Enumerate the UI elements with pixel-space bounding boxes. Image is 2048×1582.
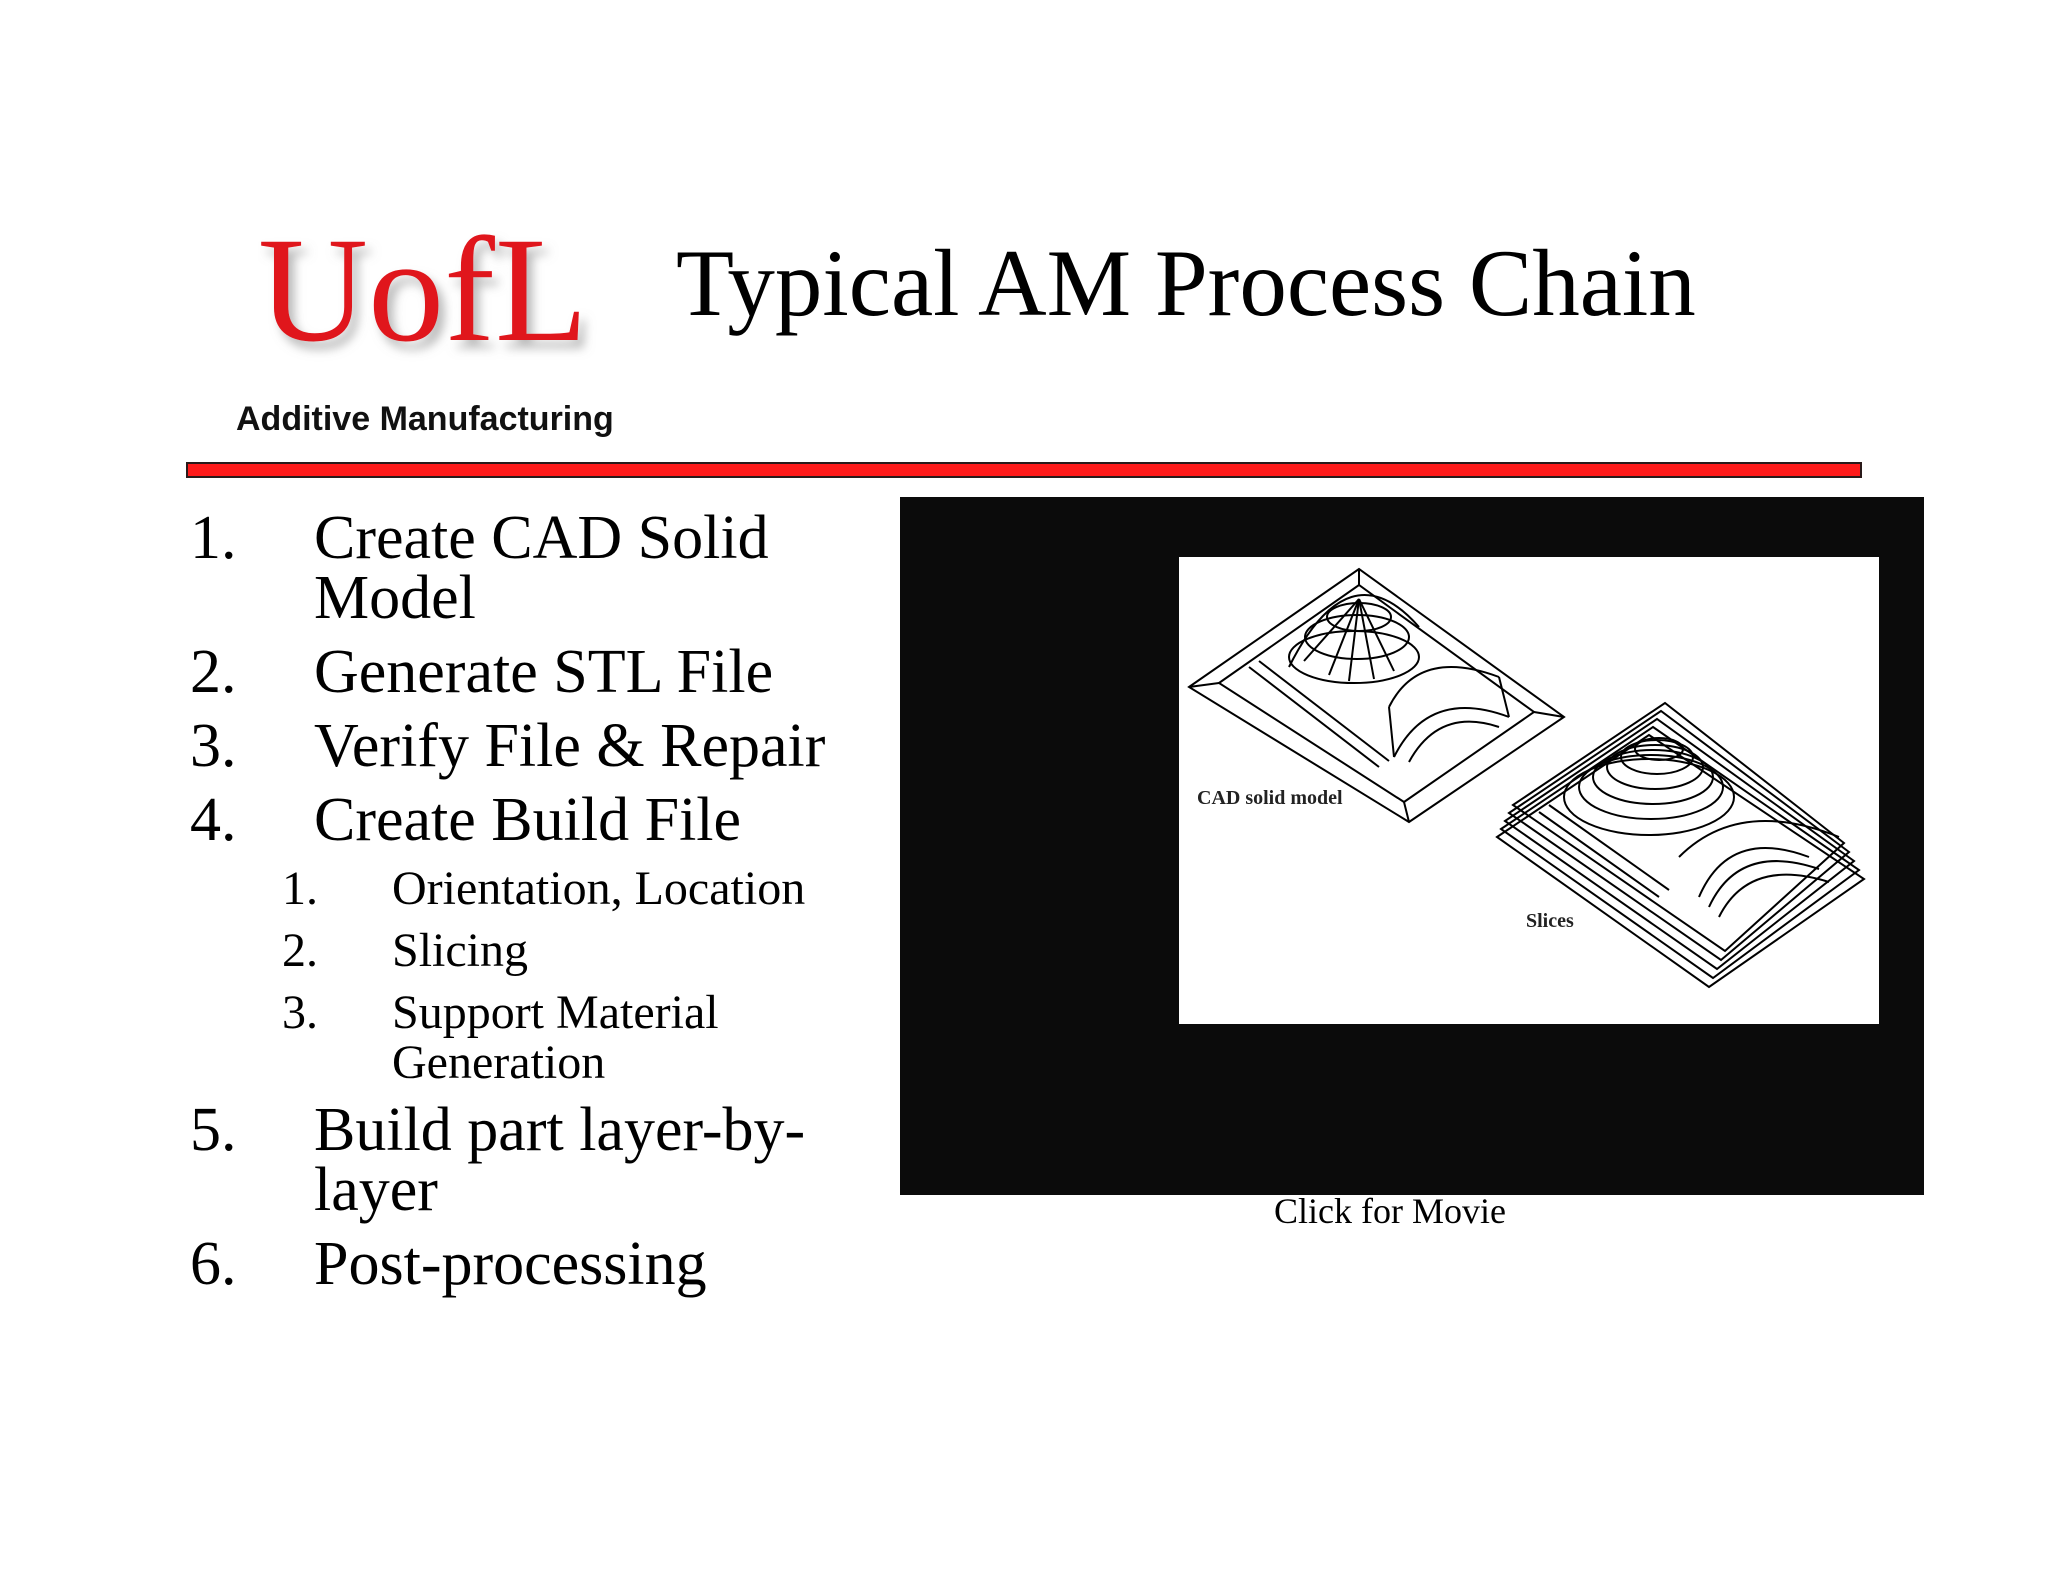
- process-steps-list: 1. Create CAD Solid Model 2. Generate ST…: [186, 504, 886, 1298]
- uofl-logo: UofL: [258, 202, 598, 402]
- page-title: Typical AM Process Chain: [676, 230, 1696, 336]
- step-number: 6.: [190, 1230, 237, 1298]
- step-text: Post-processing: [314, 1230, 707, 1298]
- movie-player[interactable]: CAD solid model Slices: [900, 497, 1924, 1195]
- step-number: 4.: [190, 786, 237, 854]
- sub-list-item: 2. Slicing: [186, 926, 886, 976]
- list-item: 3. Verify File & Repair: [186, 712, 886, 780]
- cad-model-label: CAD solid model: [1197, 787, 1343, 809]
- sub-list-item: 1. Orientation, Location: [186, 864, 886, 914]
- slices-label: Slices: [1526, 910, 1574, 932]
- list-item: 4. Create Build File: [186, 786, 886, 854]
- step-number: 1.: [190, 504, 237, 572]
- substep-text: Slicing: [392, 924, 529, 977]
- step-text: Create Build File: [314, 786, 742, 854]
- movie-caption-link[interactable]: Click for Movie: [1274, 1191, 1506, 1231]
- svg-text:UofL: UofL: [258, 207, 588, 373]
- title-divider: [186, 462, 1862, 478]
- substep-text: Support Material Generation: [392, 986, 719, 1089]
- substep-number: 2.: [282, 924, 318, 977]
- logo-subtitle: Additive Manufacturing: [236, 400, 614, 438]
- list-item: 6. Post-processing: [186, 1230, 886, 1298]
- process-figure: CAD solid model Slices: [1179, 557, 1879, 1024]
- step-number: 5.: [190, 1096, 237, 1164]
- sub-list-item: 3. Support Material Generation: [186, 988, 886, 1088]
- substep-number: 3.: [282, 986, 318, 1039]
- step-text: Build part layer-by-layer: [314, 1096, 806, 1224]
- step-text: Create CAD Solid Model: [314, 504, 769, 632]
- substep-text: Orientation, Location: [392, 862, 806, 915]
- list-item: 1. Create CAD Solid Model: [186, 504, 886, 632]
- step-number: 3.: [190, 712, 237, 780]
- cad-slices-illustration: [1187, 567, 1866, 989]
- list-item: 2. Generate STL File: [186, 638, 886, 706]
- step-text: Generate STL File: [314, 638, 774, 706]
- step-text: Verify File & Repair: [314, 712, 826, 780]
- step-number: 2.: [190, 638, 237, 706]
- substep-number: 1.: [282, 862, 318, 915]
- list-item: 5. Build part layer-by-layer: [186, 1096, 886, 1224]
